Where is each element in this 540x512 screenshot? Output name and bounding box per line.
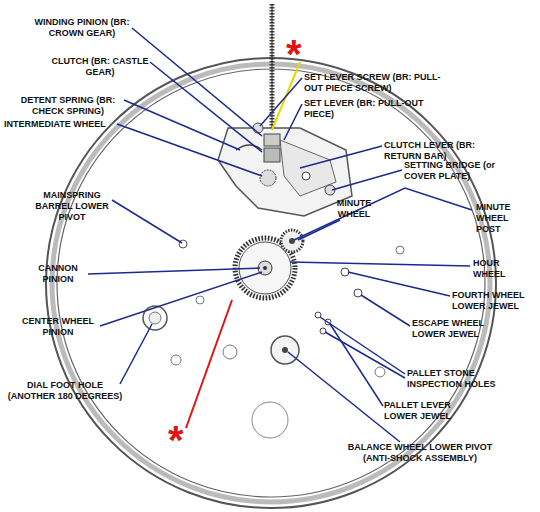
leader-line [132, 28, 262, 136]
leader-line [300, 146, 382, 168]
bridge-hole [302, 172, 310, 180]
part-label: MINUTE WHEEL [328, 198, 380, 220]
anti-shock-assembly [271, 336, 299, 364]
leader-line [288, 352, 400, 442]
leader-line [294, 188, 472, 240]
leader-line [100, 272, 262, 326]
pallet-inspection-hole [320, 328, 326, 334]
part-label: INTERMEDIATE WHEEL [4, 119, 118, 130]
leader-line [348, 272, 450, 296]
escape-wheel-jewel [354, 289, 362, 297]
minute-wheel-post [289, 238, 295, 244]
leader-line [88, 268, 260, 274]
marker-asterisk: * [286, 34, 316, 74]
movement-rim [52, 64, 490, 502]
leader-line [330, 324, 383, 406]
part-label: ESCAPE WHEEL LOWER JEWEL [412, 318, 507, 340]
part-label: DETENT SPRING (BR: CHECK SPRING) [14, 95, 122, 117]
minute-wheel [281, 230, 303, 252]
clutch-lever [280, 140, 336, 196]
setting-bridge [218, 128, 352, 216]
leader-line [112, 200, 182, 243]
part-label: SET LEVER (BR: PULL-OUT PIECE) [304, 98, 429, 120]
leader-line [124, 100, 240, 150]
part-label: PALLET LEVER LOWER JEWEL [384, 400, 476, 422]
part-label: MINUTE WHEEL POST [476, 202, 532, 235]
winding-pinion [264, 134, 280, 146]
part-label: SETTING BRIDGE (or COVER PLATE) [404, 160, 518, 182]
part-label: SET LEVER SCREW (BR: PULL-OUT PIECE SCRE… [304, 72, 456, 94]
intermediate-wheel [260, 170, 276, 186]
plate-hole [171, 355, 181, 365]
leader-line [260, 78, 302, 126]
center-arbor [263, 266, 267, 270]
balance-recess [252, 402, 288, 438]
leader-line [361, 295, 410, 326]
part-label: PALLET STONE INSPECTION HOLES [407, 368, 515, 390]
plate-hole [375, 367, 385, 377]
dial-foot-hole [143, 306, 167, 330]
leader-line [298, 220, 340, 240]
part-label: HOUR WHEEL [473, 258, 525, 280]
clutch-wheel [264, 148, 280, 162]
leader-line [150, 62, 262, 152]
leader-line [290, 262, 470, 266]
leader-line [320, 317, 405, 374]
part-label: CLUTCH LEVER (BR: RETURN BAR) [384, 140, 504, 162]
part-label: MAINSPRING BARREL LOWER PIVOT [32, 190, 112, 223]
dial-foot-inner [149, 312, 161, 324]
leader-line [325, 332, 405, 378]
part-label: CENTER WHEEL PINION [15, 316, 101, 338]
leader-line [117, 124, 262, 176]
part-label: CANNON PINION [28, 263, 88, 285]
plate-hole [396, 246, 404, 254]
leader-line [284, 104, 302, 140]
plate-hole [223, 345, 237, 359]
part-label: WINDING PINION (BR: CROWN GEAR) [32, 17, 132, 39]
part-label: CLUTCH (BR: CASTLE GEAR) [50, 56, 150, 78]
fourth-wheel-jewel [341, 268, 349, 276]
marker-line [186, 300, 232, 428]
main-plate [57, 69, 485, 497]
part-label: BALANCE WHEEL LOWER PIVOT (ANTI-SHOCK AS… [345, 442, 495, 464]
part-label: FOURTH WHEEL LOWER JEWEL [452, 290, 532, 312]
plate-hole [196, 296, 204, 304]
leader-line [332, 170, 402, 190]
leader-line [120, 324, 152, 384]
balance-pivot [282, 347, 288, 353]
marker-asterisk: * [168, 420, 198, 460]
part-label: DIAL FOOT HOLE (ANOTHER 180 DEGREES) [4, 380, 126, 402]
